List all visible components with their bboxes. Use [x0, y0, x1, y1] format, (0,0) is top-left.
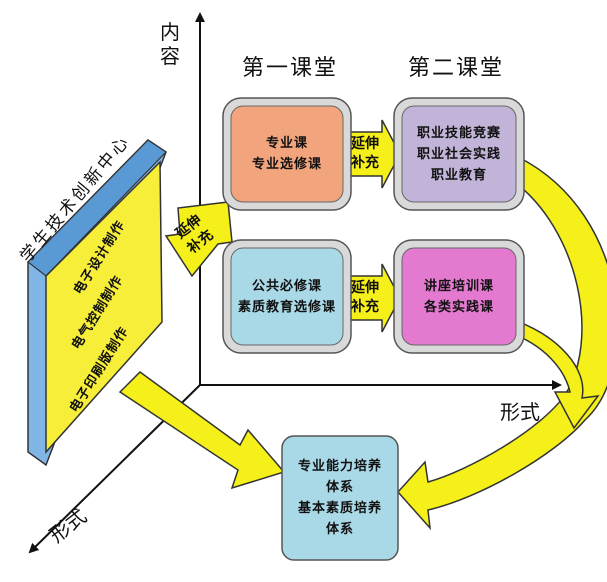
box-line: 职业教育: [430, 167, 487, 183]
column-header-second: 第二课堂: [408, 56, 505, 81]
box-top-right-fill: [401, 105, 517, 203]
box-bottom-right: 讲座培训课 各类实践课: [402, 248, 516, 345]
extension-text-bottom: 延伸 补充: [350, 279, 380, 317]
side-panel-back: [27, 139, 167, 277]
extension-arrow-top: [345, 119, 401, 189]
box-line: 体系: [325, 480, 354, 495]
curved-arrow-large: [396, 156, 607, 531]
box-bottom-left-fill: [230, 247, 344, 346]
box-bottom-left: 公共必修课 素质教育选修课: [231, 248, 343, 345]
side-panel-face: [45, 160, 163, 454]
box-line: 职业社会实践: [416, 146, 501, 162]
box-line: 素质教育选修课: [237, 299, 336, 315]
box-line: 专业选修课: [251, 157, 322, 172]
extension-line: 补充: [351, 299, 379, 315]
column-header-first: 第一课堂: [242, 56, 339, 81]
box-line: 讲座培训课: [423, 278, 494, 294]
box-line: 职业技能竞赛: [416, 125, 501, 141]
box-top-left: 专业课 专业选修课: [231, 106, 343, 202]
box-line: 各类实践课: [423, 299, 494, 315]
curved-arrow-small: [507, 316, 600, 430]
extension-line: 延伸: [351, 280, 379, 296]
extension-arrow-side: [164, 201, 233, 278]
box-line: 基本素质培养: [297, 501, 382, 516]
extension-line: 延伸: [351, 136, 379, 152]
content-axis-label: 内容: [160, 20, 180, 68]
extension-text-top: 延伸 补充: [350, 135, 380, 173]
box-line: 体系: [325, 522, 354, 537]
box-top-left-fill: [230, 105, 344, 203]
form-axis-right-label: 形式: [500, 400, 540, 424]
box-line: 专业能力培养: [297, 459, 382, 474]
extension-line: 补充: [351, 155, 379, 171]
box-bottom-right-fill: [401, 247, 517, 346]
extension-arrow-bottom: [345, 263, 401, 333]
result-box-fill: [281, 435, 399, 561]
box-line: 公共必修课: [251, 278, 322, 294]
panel-to-result-arrow: [118, 371, 286, 490]
box-top-right: 职业技能竞赛 职业社会实践 职业教育: [402, 106, 516, 202]
result-box: 专业能力培养 体系 基本素质培养 体系: [282, 436, 398, 560]
box-line: 专业课: [265, 136, 308, 151]
